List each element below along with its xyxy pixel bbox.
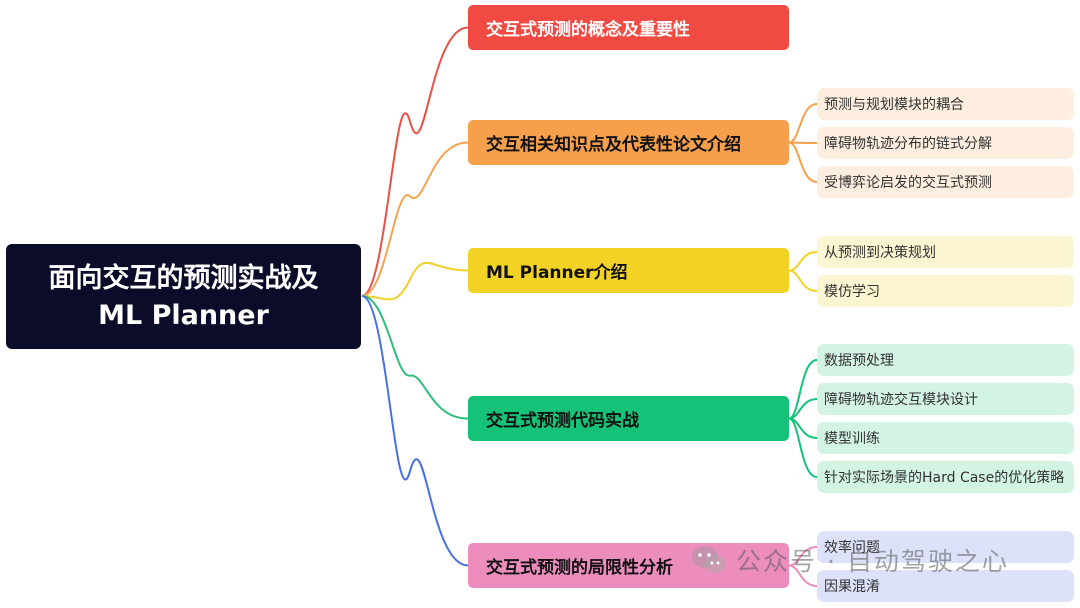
leaf-connector (788, 251, 818, 272)
branch-node: 交互式预测的概念及重要性 (468, 5, 789, 50)
branch-node: ML Planner介绍 (468, 248, 789, 293)
branch-connector (361, 141, 469, 297)
leaf-node: 模仿学习 (817, 275, 1074, 307)
leaf-node: 障碍物轨迹交互模块设计 (817, 383, 1074, 415)
leaf-node: 因果混淆 (817, 570, 1074, 602)
branch-connector (361, 26, 469, 297)
leaf-node: 针对实际场景的Hard Case的优化策略 (817, 461, 1074, 493)
leaf-node: 预测与规划模块的耦合 (817, 88, 1074, 120)
branch-node: 交互式预测代码实战 (468, 396, 789, 441)
leaf-node: 模型训练 (817, 422, 1074, 454)
leaf-connector (788, 269, 818, 292)
leaf-connector (788, 564, 818, 587)
branch-connector (361, 295, 469, 420)
root-title-line2: ML Planner (98, 299, 269, 331)
leaf-node: 效率问题 (817, 531, 1074, 563)
wechat-icon (690, 544, 728, 576)
watermark-text: 公众号 · 自动驾驶之心 (736, 547, 1009, 576)
root-node: 面向交互的预测实战及 ML Planner (6, 244, 361, 349)
leaf-node: 障碍物轨迹分布的链式分解 (817, 127, 1074, 159)
leaf-connector (788, 141, 818, 144)
watermark: 公众号 · 自动驾驶之心 (690, 542, 1009, 578)
leaf-connector (788, 417, 818, 478)
leaf-connector (788, 359, 818, 420)
leaf-node: 从预测到决策规划 (817, 236, 1074, 268)
branch-node: 交互式预测的局限性分析 (468, 543, 789, 588)
root-title-line1: 面向交互的预测实战及 (48, 262, 319, 294)
branch-connector (361, 295, 469, 567)
branch-node: 交互相关知识点及代表性论文介绍 (468, 120, 789, 165)
leaf-node: 数据预处理 (817, 344, 1074, 376)
leaf-connector (788, 141, 818, 183)
leaf-connector (788, 103, 818, 144)
leaf-node: 受博弈论启发的交互式预测 (817, 166, 1074, 198)
branch-connector (361, 261, 469, 301)
